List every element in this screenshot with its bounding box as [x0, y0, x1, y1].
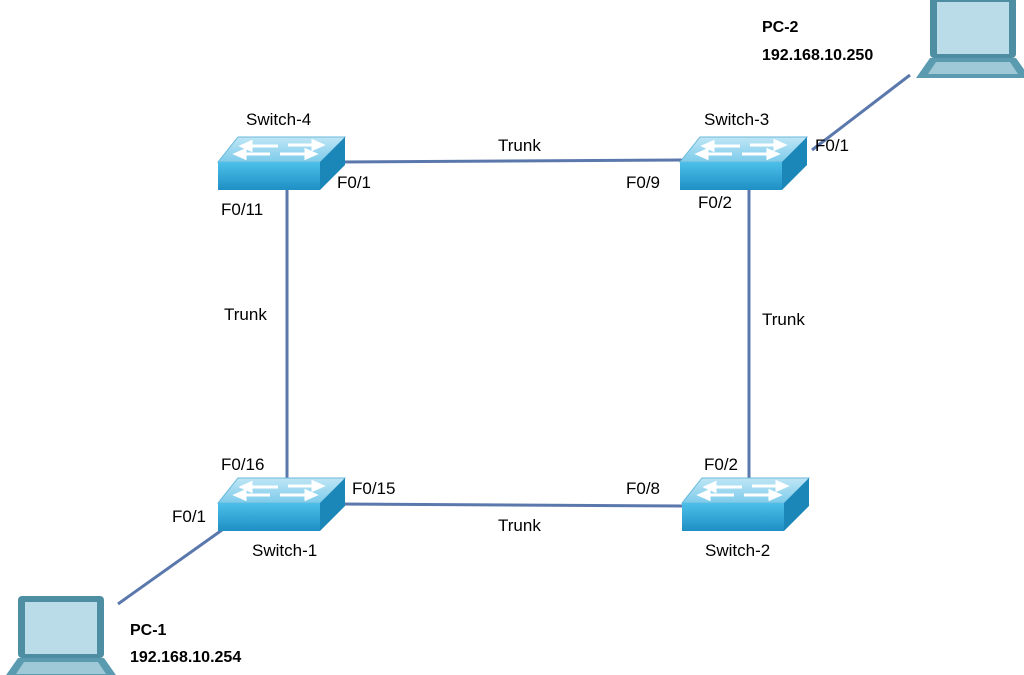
switch-4-icon[interactable] [216, 135, 347, 192]
switch-1-icon[interactable] [216, 476, 347, 533]
link-switch1-switch2 [339, 502, 685, 508]
switch-3-label: Switch-3 [704, 110, 769, 129]
pc-1-ip: 192.168.10.254 [130, 649, 241, 666]
port-switch1-f0-16: F0/16 [221, 455, 264, 474]
port-switch1-f0-15: F0/15 [352, 479, 395, 498]
pc-2-ip: 192.168.10.250 [762, 47, 873, 64]
pc-1-name: PC-1 [130, 622, 167, 639]
link-switch4-switch3 [339, 158, 683, 164]
pc-2-laptop-icon[interactable] [916, 0, 1024, 78]
port-switch1-f0-1: F0/1 [172, 507, 206, 526]
switch-3-icon[interactable] [678, 135, 809, 192]
switch-2-label: Switch-2 [705, 541, 770, 560]
port-switch2-f0-2: F0/2 [704, 455, 738, 474]
trunk-label-top: Trunk [498, 136, 541, 155]
port-switch4-f0-11: F0/11 [221, 200, 263, 219]
port-switch3-f0-9: F0/9 [626, 173, 660, 192]
trunk-label-right: Trunk [762, 310, 805, 329]
trunk-label-left: Trunk [224, 305, 267, 324]
switch-1-label: Switch-1 [252, 541, 317, 560]
trunk-label-bottom: Trunk [498, 516, 541, 535]
switch-4-label: Switch-4 [246, 110, 311, 129]
port-switch3-f0-2: F0/2 [698, 193, 732, 212]
pc-2-name: PC-2 [762, 19, 799, 36]
port-switch3-f0-1: F0/1 [815, 136, 849, 155]
pc-1-laptop-icon[interactable] [4, 596, 118, 675]
port-switch2-f0-8: F0/8 [626, 479, 660, 498]
port-switch4-f0-1: F0/1 [337, 173, 371, 192]
link-switch3-pc2 [811, 73, 911, 152]
link-switch1-pc1 [117, 528, 223, 606]
switch-2-icon[interactable] [680, 476, 811, 533]
